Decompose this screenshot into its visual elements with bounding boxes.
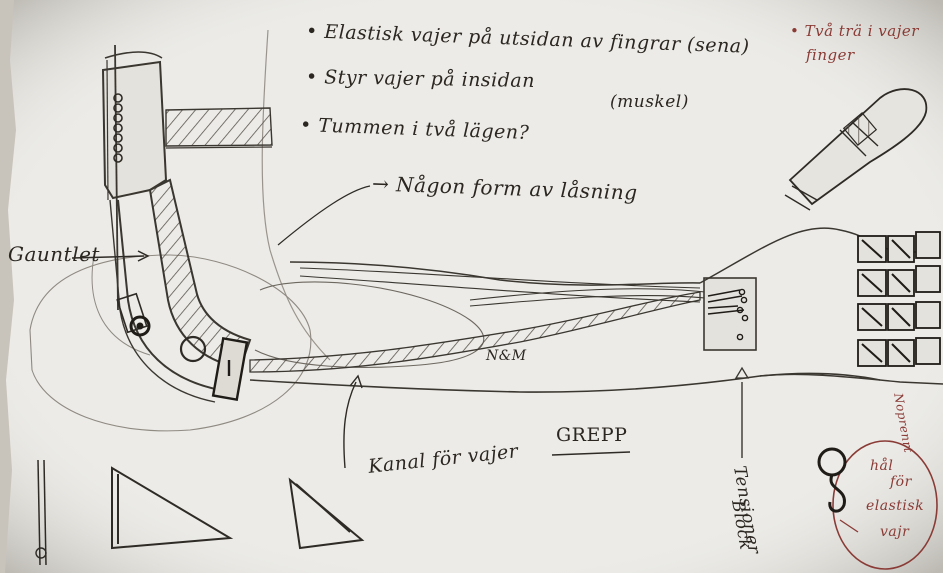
upper-band bbox=[166, 108, 272, 146]
note-bullet-2-paren: (muskel) bbox=[610, 92, 689, 112]
label-grepp: GREPP bbox=[556, 424, 627, 446]
note-top-right-1: • Två trä i vajer bbox=[790, 22, 919, 40]
circle-text-1: hål bbox=[870, 458, 893, 474]
label-nm: N&M bbox=[486, 348, 527, 364]
note-bullet-2: • Styr vajer på insidan bbox=[306, 66, 535, 92]
label-gauntlet: Gauntlet bbox=[8, 242, 100, 266]
gauntlet-cuff bbox=[103, 62, 166, 198]
circle-text-2: för bbox=[890, 474, 912, 490]
circle-text-3: elastisk bbox=[866, 498, 924, 514]
circle-text-4: vajr bbox=[880, 524, 909, 540]
note-top-right-2: finger bbox=[806, 46, 855, 64]
